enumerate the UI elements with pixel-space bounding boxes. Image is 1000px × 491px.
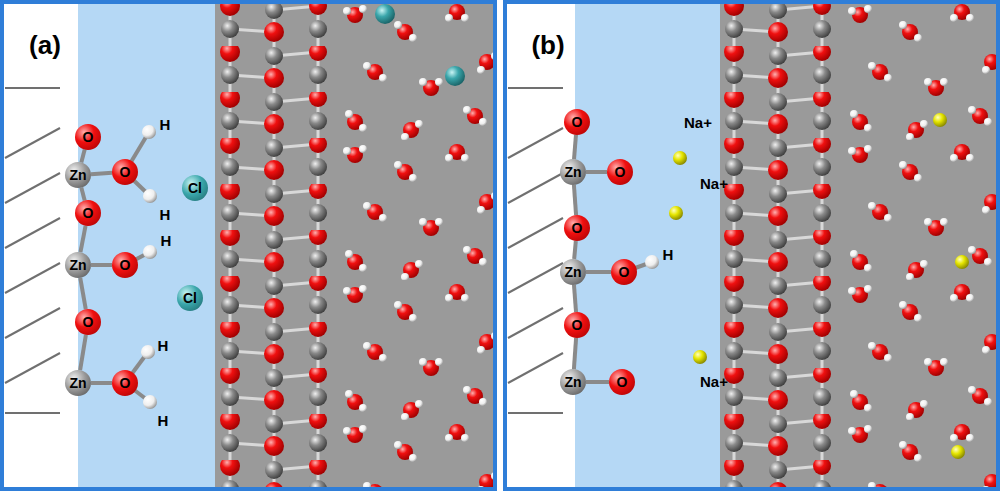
interface-band [78, 4, 215, 487]
panel-background [505, 2, 998, 489]
panel-label: (b) [531, 32, 564, 58]
water-region [335, 4, 493, 487]
zinc-atom: Zn [560, 159, 586, 185]
chloride-ion: Cl [182, 175, 208, 201]
atom-symbol: O [572, 115, 583, 129]
hydrogen-atom [141, 125, 157, 409]
zinc-atom: Zn [65, 370, 91, 396]
atom-symbol: O [83, 315, 94, 329]
atom-label: H [158, 338, 169, 353]
zn-o-bond [574, 338, 576, 369]
zn-o-bond [91, 381, 112, 385]
sodium-ion [933, 113, 947, 127]
electrode-hatching [508, 88, 563, 413]
oxygen-atom: O [564, 312, 590, 338]
oxygen-atom: O [75, 309, 101, 335]
atom-symbol: O [120, 165, 131, 179]
zinc-atom: Zn [560, 259, 586, 285]
atom-label: Na+ [684, 115, 712, 130]
panel-frame [2, 2, 495, 489]
electrode-hatching [5, 88, 60, 413]
chloride-ion: Cl [177, 285, 203, 311]
atom-symbol: Zn [564, 375, 581, 389]
atom-symbol: Zn [564, 165, 581, 179]
zn-o-bond [574, 285, 576, 312]
panel-frame [505, 2, 998, 489]
atom-symbol: O [617, 375, 628, 389]
zn-o-bond [586, 380, 609, 384]
atom-symbol: O [572, 221, 583, 235]
crystal-lattice [722, 4, 834, 487]
oxygen-atom: O [112, 252, 138, 278]
atom-symbol: O [120, 258, 131, 272]
atom-label: H [160, 117, 171, 132]
atom-symbol: Zn [69, 168, 86, 182]
atom-symbol: Zn [564, 265, 581, 279]
zn-o-bond [586, 270, 611, 274]
atom-symbol: Cl [183, 291, 197, 305]
oxygen-atom: O [609, 369, 635, 395]
sodium-ion [951, 445, 965, 459]
panel-label: (a) [29, 32, 61, 58]
interface-band [575, 4, 720, 487]
sodium-ion [693, 350, 707, 364]
sodium-ion [669, 206, 683, 220]
crystal-lattice [218, 4, 330, 487]
atom-symbol: O [619, 265, 630, 279]
chloride-ion [375, 4, 395, 24]
oxygen-atom: O [611, 259, 637, 285]
zn-o-bond [574, 135, 576, 159]
atom-symbol: O [83, 130, 94, 144]
simulation-region [215, 4, 493, 487]
zinc-atom: Zn [65, 162, 91, 188]
zn-o-bond [81, 188, 84, 201]
atom-symbol: O [83, 206, 94, 220]
water-region [840, 4, 996, 487]
atom-label: Na+ [700, 176, 728, 191]
zn-o-bond [91, 263, 112, 267]
chloride-ion [445, 66, 465, 86]
zn-o-bond [80, 335, 86, 370]
oxygen-atom: O [112, 370, 138, 396]
simulation-region [720, 4, 996, 487]
atom-label: H [158, 413, 169, 428]
oxygen-atom: O [75, 124, 101, 150]
oxygen-atom: O [564, 215, 590, 241]
oxygen-atom: O [564, 109, 590, 135]
oxygen-atom: O [607, 159, 633, 185]
atom-label: H [161, 233, 172, 248]
zinc-atom: Zn [65, 252, 91, 278]
zn-o-bond [81, 150, 84, 163]
zn-o-bond [574, 241, 576, 259]
zn-o-bond [91, 173, 112, 174]
sodium-ion [955, 255, 969, 269]
atom-symbol: Zn [69, 258, 86, 272]
atom-label: H [663, 247, 674, 262]
zinc-atom: Zn [560, 369, 586, 395]
atom-symbol: Cl [188, 181, 202, 195]
zn-o-bond [574, 185, 576, 215]
atom-label: Na+ [700, 374, 728, 389]
zn-o-bond [80, 226, 85, 252]
sodium-ion [673, 151, 687, 165]
atom-symbol: O [615, 165, 626, 179]
oxygen-atom: O [75, 200, 101, 226]
zn-o-bond [586, 170, 607, 174]
hydrogen-atom [645, 255, 659, 269]
atom-label: H [160, 207, 171, 222]
oxygen-atom: O [112, 159, 138, 185]
atom-symbol: O [120, 376, 131, 390]
zn-o-bond [80, 278, 86, 309]
atom-symbol: O [572, 318, 583, 332]
panel-background [2, 2, 495, 489]
atom-symbol: Zn [69, 376, 86, 390]
